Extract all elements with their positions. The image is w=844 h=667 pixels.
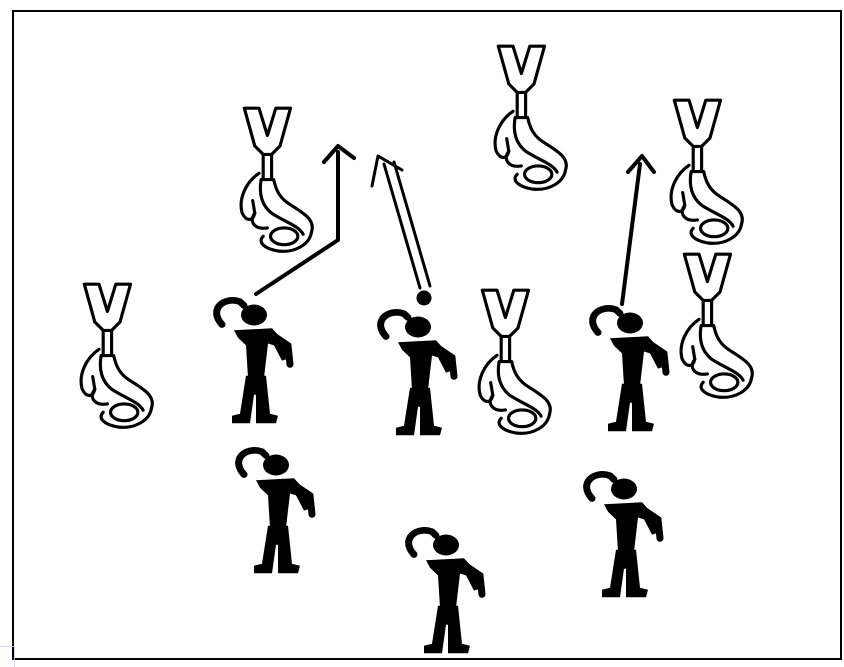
- player-6: [587, 474, 660, 597]
- player-3: [593, 308, 666, 431]
- defender-3: [671, 100, 742, 243]
- corner-mark: [0, 646, 15, 667]
- player-4: [239, 450, 312, 573]
- defender-2: [495, 46, 566, 189]
- defender-5: [479, 290, 550, 433]
- player-2: [381, 312, 454, 435]
- arrow-pass-center: [372, 156, 430, 304]
- player-1: [217, 300, 290, 423]
- player-5: [409, 530, 482, 653]
- defender-1: [241, 108, 312, 251]
- arrow-run-right: [622, 156, 654, 304]
- defender-6: [681, 254, 752, 397]
- defender-4: [81, 284, 152, 427]
